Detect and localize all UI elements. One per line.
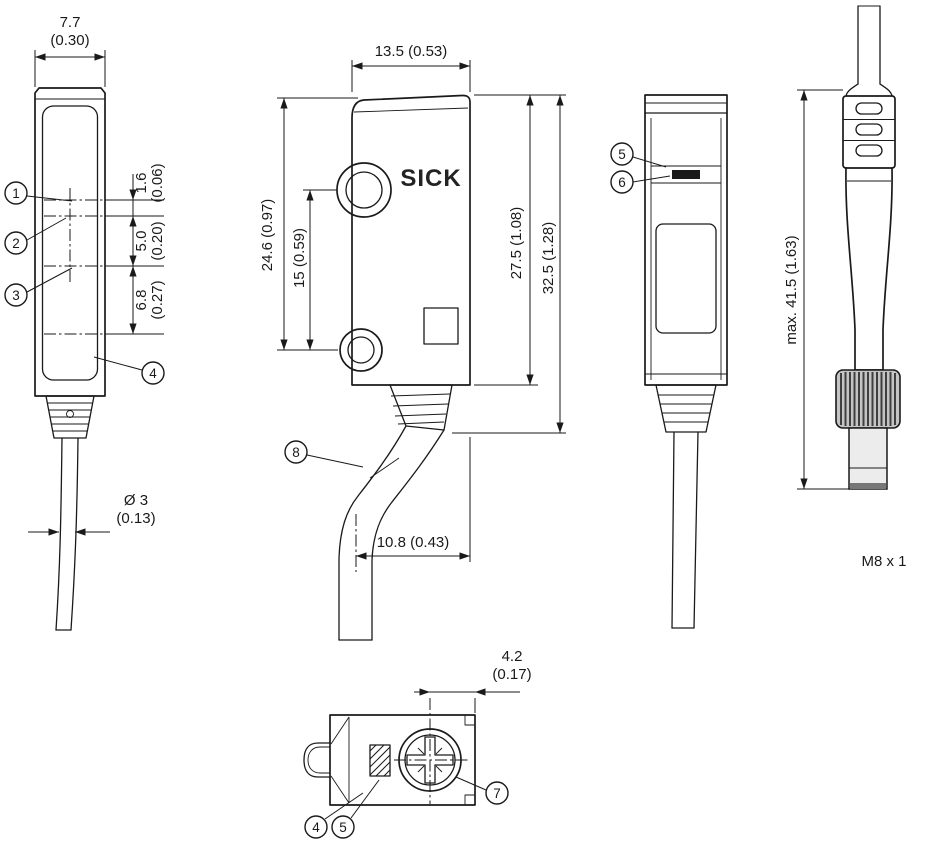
callout-4-front-label: 4: [149, 366, 157, 381]
callout-1-label: 1: [12, 186, 20, 201]
connector-body: [845, 167, 893, 371]
front-axis2-mm: 5.0: [133, 231, 150, 252]
side-top-to-lower-axis: 24.6 (0.97): [259, 199, 276, 272]
callout-8-label: 8: [292, 445, 300, 460]
connector-knurled-nut: [835, 369, 901, 429]
connector-view: max. 41.5 (1.63) M8 x 1: [783, 5, 907, 570]
side-axis-spacing: 15 (0.59): [291, 228, 308, 288]
callout-2-label: 2: [12, 236, 20, 251]
screw-offset-mm: 4.2: [502, 648, 523, 665]
bottom-hatched-window: [369, 744, 391, 777]
front-axis1-mm: 1.6: [133, 173, 150, 194]
rear-cable-gland: [655, 384, 717, 433]
callout-3-label: 3: [12, 288, 20, 303]
rear-indicator-led: [672, 170, 700, 179]
callout-3: 3: [4, 283, 28, 307]
connector-cable: [845, 5, 893, 97]
callout-6: 6: [610, 170, 634, 194]
rear-body-outline: [644, 94, 728, 386]
callout-7-label: 7: [493, 786, 501, 801]
front-cable-diameter-dimension: Ø 3 (0.13): [28, 492, 156, 536]
callout-5-bottom: 5: [331, 815, 355, 839]
screw-offset-in: (0.17): [492, 666, 531, 683]
side-body-outline: SICK: [351, 94, 471, 386]
callout-5-rear: 5: [610, 142, 634, 166]
connector-thread-label: M8 x 1: [861, 553, 906, 570]
front-width-mm: 7.7: [60, 14, 81, 31]
side-overall-height: 32.5 (1.28): [540, 222, 557, 295]
connector-barrel: [848, 427, 888, 490]
front-cable-gland: [45, 395, 95, 439]
side-upper-lens: [336, 162, 392, 218]
callout-4-bottom: 4: [304, 815, 328, 839]
callout-8: 8: [284, 440, 308, 464]
sick-logo: SICK: [400, 165, 461, 192]
front-cable: [55, 437, 79, 631]
bottom-view: 4.2 (0.17): [303, 648, 532, 839]
side-right-dimensions: 27.5 (1.08) 32.5 (1.28): [452, 94, 566, 434]
side-cable-gland: [389, 384, 453, 431]
front-width-in: (0.30): [50, 32, 89, 49]
callout-1: 1: [4, 181, 28, 205]
callout-5-rear-label: 5: [618, 147, 626, 162]
rear-cable: [671, 431, 699, 629]
front-body-outline: [34, 87, 106, 397]
rear-view: 5 6: [610, 94, 728, 629]
side-cable: [338, 425, 445, 641]
callout-5-bottom-label: 5: [339, 820, 347, 835]
side-view: 13.5 (0.53) SICK: [259, 43, 566, 641]
side-cable-exit-offset: 10.8 (0.43): [377, 534, 450, 551]
side-lower-lens: [339, 328, 383, 372]
connector-strain-relief: [842, 95, 896, 169]
side-housing-height: 27.5 (1.08): [508, 207, 525, 280]
front-optical-axes: [44, 188, 114, 335]
side-cable-offset-dimension: 10.8 (0.43): [355, 437, 471, 572]
connector-length-dimension: max. 41.5 (1.63): [783, 89, 849, 490]
front-right-dimensions: 1.6 (0.06) 5.0 (0.20) 6.8 (0.27): [108, 163, 166, 335]
callout-4-front: 4: [141, 361, 165, 385]
side-left-dimensions: 24.6 (0.97) 15 (0.59): [259, 97, 358, 351]
cable-diameter-in: (0.13): [116, 510, 155, 527]
front-axis3-in: (0.27): [149, 280, 166, 319]
cable-diameter-mm: Ø 3: [124, 492, 148, 509]
callout-6-label: 6: [618, 175, 626, 190]
front-axis3-mm: 6.8: [133, 290, 150, 311]
bottom-body-outline: [303, 714, 476, 806]
callout-7: 7: [485, 781, 509, 805]
front-axis1-in: (0.06): [149, 163, 166, 202]
side-width: 13.5 (0.53): [375, 43, 448, 60]
connector-max-length: max. 41.5 (1.63): [783, 235, 800, 344]
callout-4-bottom-label: 4: [312, 820, 320, 835]
front-view: 7.7 (0.30): [4, 14, 166, 631]
adjustment-screw: [398, 728, 462, 792]
front-axis2-in: (0.20): [149, 221, 166, 260]
callout-2: 2: [4, 231, 28, 255]
